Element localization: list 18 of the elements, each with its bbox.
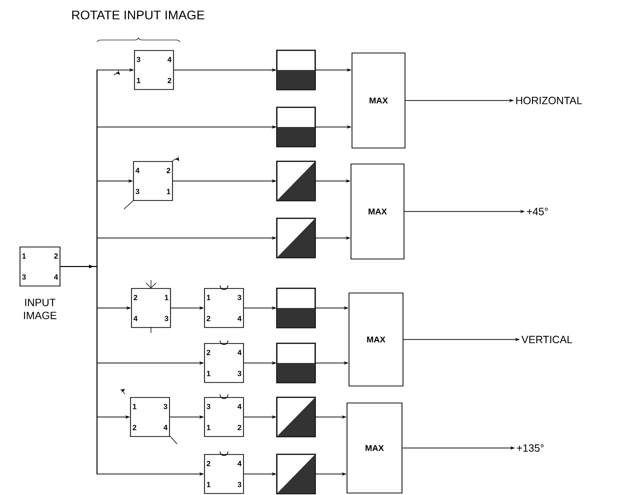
max-box: MAX [346,402,402,494]
heading-label: ROTATE INPUT IMAGE [72,10,204,20]
output-label: +135° [516,444,544,452]
max-box: MAX [348,292,404,386]
filter-box [276,160,316,202]
filter-box [276,106,316,148]
max-box: MAX [350,164,404,260]
output-label: VERTICAL [521,336,572,344]
filter-box [276,50,316,90]
filter-box [276,454,316,494]
output-label: HORIZONTAL [516,96,582,104]
filter-box [276,288,316,328]
max-box: MAX [352,52,406,148]
filter-box [276,218,316,258]
caption-text: INPUT IMAGE [24,298,56,320]
filter-box [276,396,316,438]
filter-box [276,342,316,384]
output-label: +45° [526,208,548,216]
